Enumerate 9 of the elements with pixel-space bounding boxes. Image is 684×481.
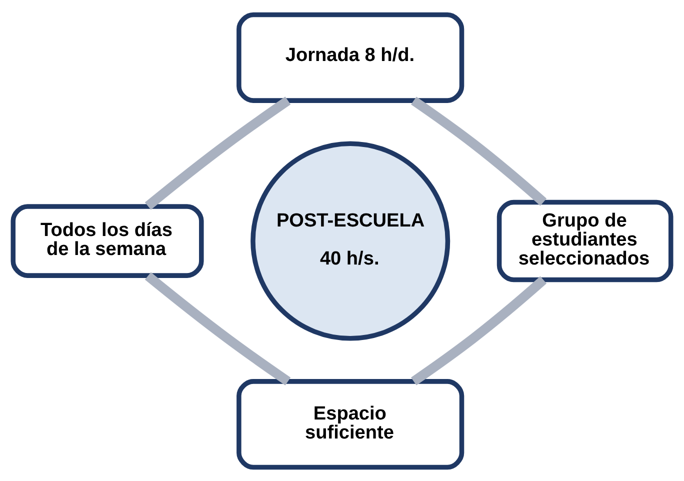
node-circle: POST-ESCUELA 40 h/s. xyxy=(250,140,450,340)
connector xyxy=(411,96,547,206)
node-box: Jornada 8 h/d. xyxy=(236,12,464,102)
connector xyxy=(144,272,291,385)
connector xyxy=(411,276,547,385)
node-box: Todos los días de la semana xyxy=(10,204,204,278)
node-box: Espacio suficiente xyxy=(236,378,464,470)
node-box: Grupo de estudiantes seleccionados xyxy=(496,199,674,282)
connector xyxy=(144,96,291,210)
